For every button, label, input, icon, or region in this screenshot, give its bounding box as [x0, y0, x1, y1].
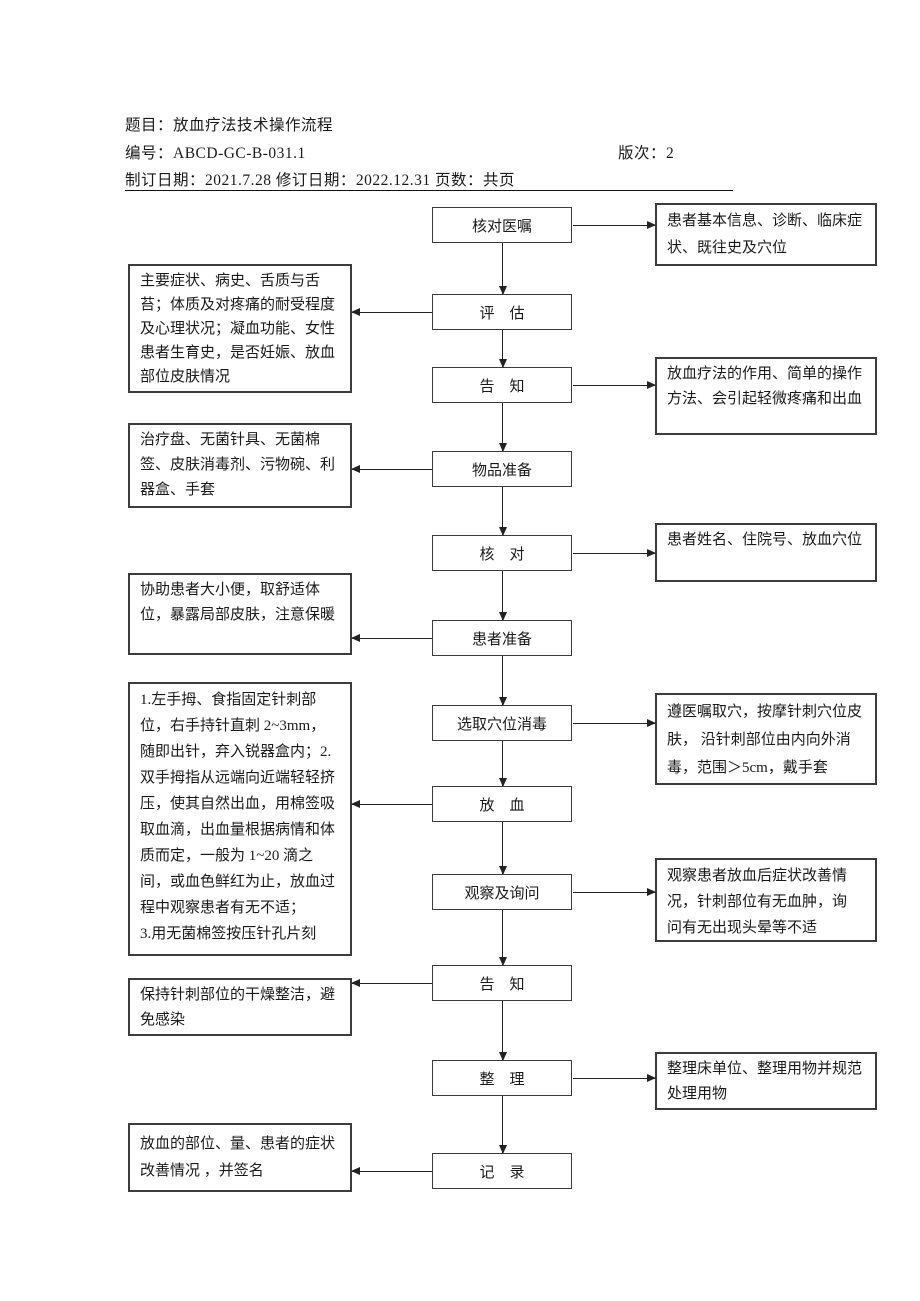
note-recording: 放血的部位、量、患者的症状改善情况 ，并签名 — [128, 1123, 352, 1192]
arrow-down-9 — [498, 910, 507, 966]
flow-step-prepare-patient: 患者准备 — [432, 620, 572, 656]
arrowhead-down-icon — [498, 286, 507, 295]
flow-step-label: 观察及询问 — [464, 885, 540, 902]
arrowhead-left-icon — [351, 978, 360, 987]
arrowhead-down-icon — [498, 866, 507, 875]
arrow-down-1 — [498, 243, 507, 295]
arrow-right-4 — [573, 718, 656, 727]
flow-step-label: 记 录 — [479, 1164, 525, 1181]
flow-step-label: 告 知 — [479, 976, 525, 993]
flow-step-label: 整 理 — [479, 1071, 525, 1088]
arrowhead-right-icon — [647, 887, 656, 896]
flow-step-label: 核对医嘱 — [471, 218, 532, 235]
header-divider — [125, 190, 733, 191]
flow-step-verify: 核 对 — [432, 535, 572, 571]
arrowhead-left-icon — [351, 799, 360, 808]
arrowhead-down-icon — [498, 1145, 507, 1154]
arrowhead-down-icon — [498, 957, 507, 966]
arrow-left-2 — [351, 464, 432, 473]
note-patient-prep: 协助患者大小便，取舒适体位，暴露局部皮肤，注意保暖 — [128, 573, 352, 655]
flow-step-label: 告 知 — [479, 378, 525, 395]
note-observation: 观察患者放血后症状改善情 况，针刺部位有无血肿，询 问有无出现头晕等不适 — [655, 858, 877, 942]
flow-step-check-order: 核对医嘱 — [432, 207, 572, 243]
flow-step-label: 患者准备 — [471, 631, 532, 648]
arrow-right-2 — [573, 380, 656, 389]
note-bloodletting-procedure: 1.左手拇、食指固定针刺部位，右手持针直刺 2~3mm，随即出针，弃入锐器盒内；… — [128, 682, 352, 956]
arrow-right-5 — [573, 887, 656, 896]
doc-number: 编号：ABCD-GC-B-031.1 — [125, 145, 306, 162]
arrowhead-down-icon — [498, 359, 507, 368]
arrow-down-7 — [498, 741, 507, 787]
note-verify-content: 患者姓名、住院号、放血穴位 — [655, 523, 877, 582]
arrowhead-down-icon — [498, 527, 507, 536]
arrowhead-down-icon — [498, 778, 507, 787]
arrowhead-right-icon — [647, 220, 656, 229]
arrowhead-left-icon — [351, 1166, 360, 1175]
arrowhead-right-icon — [647, 380, 656, 389]
flow-step-label: 选取穴位消毒 — [456, 716, 547, 733]
arrow-right-6 — [573, 1073, 656, 1082]
arrowhead-left-icon — [351, 307, 360, 316]
flow-step-label: 核 对 — [479, 546, 525, 563]
arrow-left-5 — [351, 978, 432, 987]
doc-version: 版次：2 — [618, 145, 675, 162]
arrowhead-left-icon — [351, 633, 360, 642]
arrowhead-left-icon — [351, 464, 360, 473]
note-inform-content: 放血疗法的作用、简单的操作方法、会引起轻微疼痛和出血 — [655, 357, 877, 435]
note-aftercare: 保持针刺部位的干燥整洁，避免感染 — [128, 978, 352, 1036]
note-tidy-content: 整理床单位、整理用物并规范处理用物 — [655, 1052, 877, 1110]
note-supplies: 治疗盘、无菌针具、无菌棉签、皮肤消毒剂、污物碗、利器盒、手套 — [128, 423, 352, 508]
note-disinfection: 遵医嘱取穴，按摩针刺穴位皮肤， 沿针刺部位由内向外消毒，范围＞5cm，戴手套 — [655, 693, 877, 785]
arrowhead-down-icon — [498, 697, 507, 706]
arrow-left-6 — [351, 1166, 432, 1175]
flow-step-prepare-items: 物品准备 — [432, 451, 572, 487]
note-assessment-items: 主要症状、病史、舌质与舌苔；体质及对疼痛的耐受程度及心理状况；凝血功能、女性患者… — [128, 264, 352, 393]
flow-step-label: 放 血 — [479, 797, 525, 814]
arrow-down-4 — [498, 487, 507, 536]
arrow-down-11 — [498, 1096, 507, 1154]
arrow-left-3 — [351, 633, 432, 642]
arrowhead-right-icon — [647, 718, 656, 727]
arrow-down-6 — [498, 656, 507, 706]
arrow-left-1 — [351, 307, 432, 316]
flow-step-assess: 评 估 — [432, 294, 572, 330]
doc-dates: 制订日期：2021.7.28 修订日期：2022.12.31 页数：共页 — [125, 172, 516, 189]
arrowhead-right-icon — [647, 548, 656, 557]
flow-step-tidy-up: 整 理 — [432, 1060, 572, 1096]
note-order-content: 患者基本信息、诊断、临床症状、既往史及穴位 — [655, 203, 877, 266]
arrow-left-4 — [351, 799, 432, 808]
flow-step-bloodletting: 放 血 — [432, 786, 572, 822]
flow-step-label: 物品准备 — [471, 462, 532, 479]
doc-title: 题目：放血疗法技术操作流程 — [125, 117, 334, 134]
arrow-down-5 — [498, 571, 507, 621]
arrow-down-8 — [498, 822, 507, 875]
flow-step-observe-inquire: 观察及询问 — [432, 874, 572, 910]
arrow-right-1 — [573, 220, 656, 229]
flow-step-select-acupoint-disinfect: 选取穴位消毒 — [432, 705, 572, 741]
arrowhead-right-icon — [647, 1073, 656, 1082]
flow-step-inform-2: 告 知 — [432, 965, 572, 1001]
flow-step-label: 评 估 — [479, 305, 525, 322]
arrow-down-3 — [498, 403, 507, 452]
flow-step-inform: 告 知 — [432, 367, 572, 403]
arrow-right-3 — [573, 548, 656, 557]
arrowhead-down-icon — [498, 612, 507, 621]
arrow-down-2 — [498, 330, 507, 368]
arrowhead-down-icon — [498, 1052, 507, 1061]
flow-step-record: 记 录 — [432, 1153, 572, 1189]
arrow-down-10 — [498, 1001, 507, 1061]
arrowhead-down-icon — [498, 443, 507, 452]
